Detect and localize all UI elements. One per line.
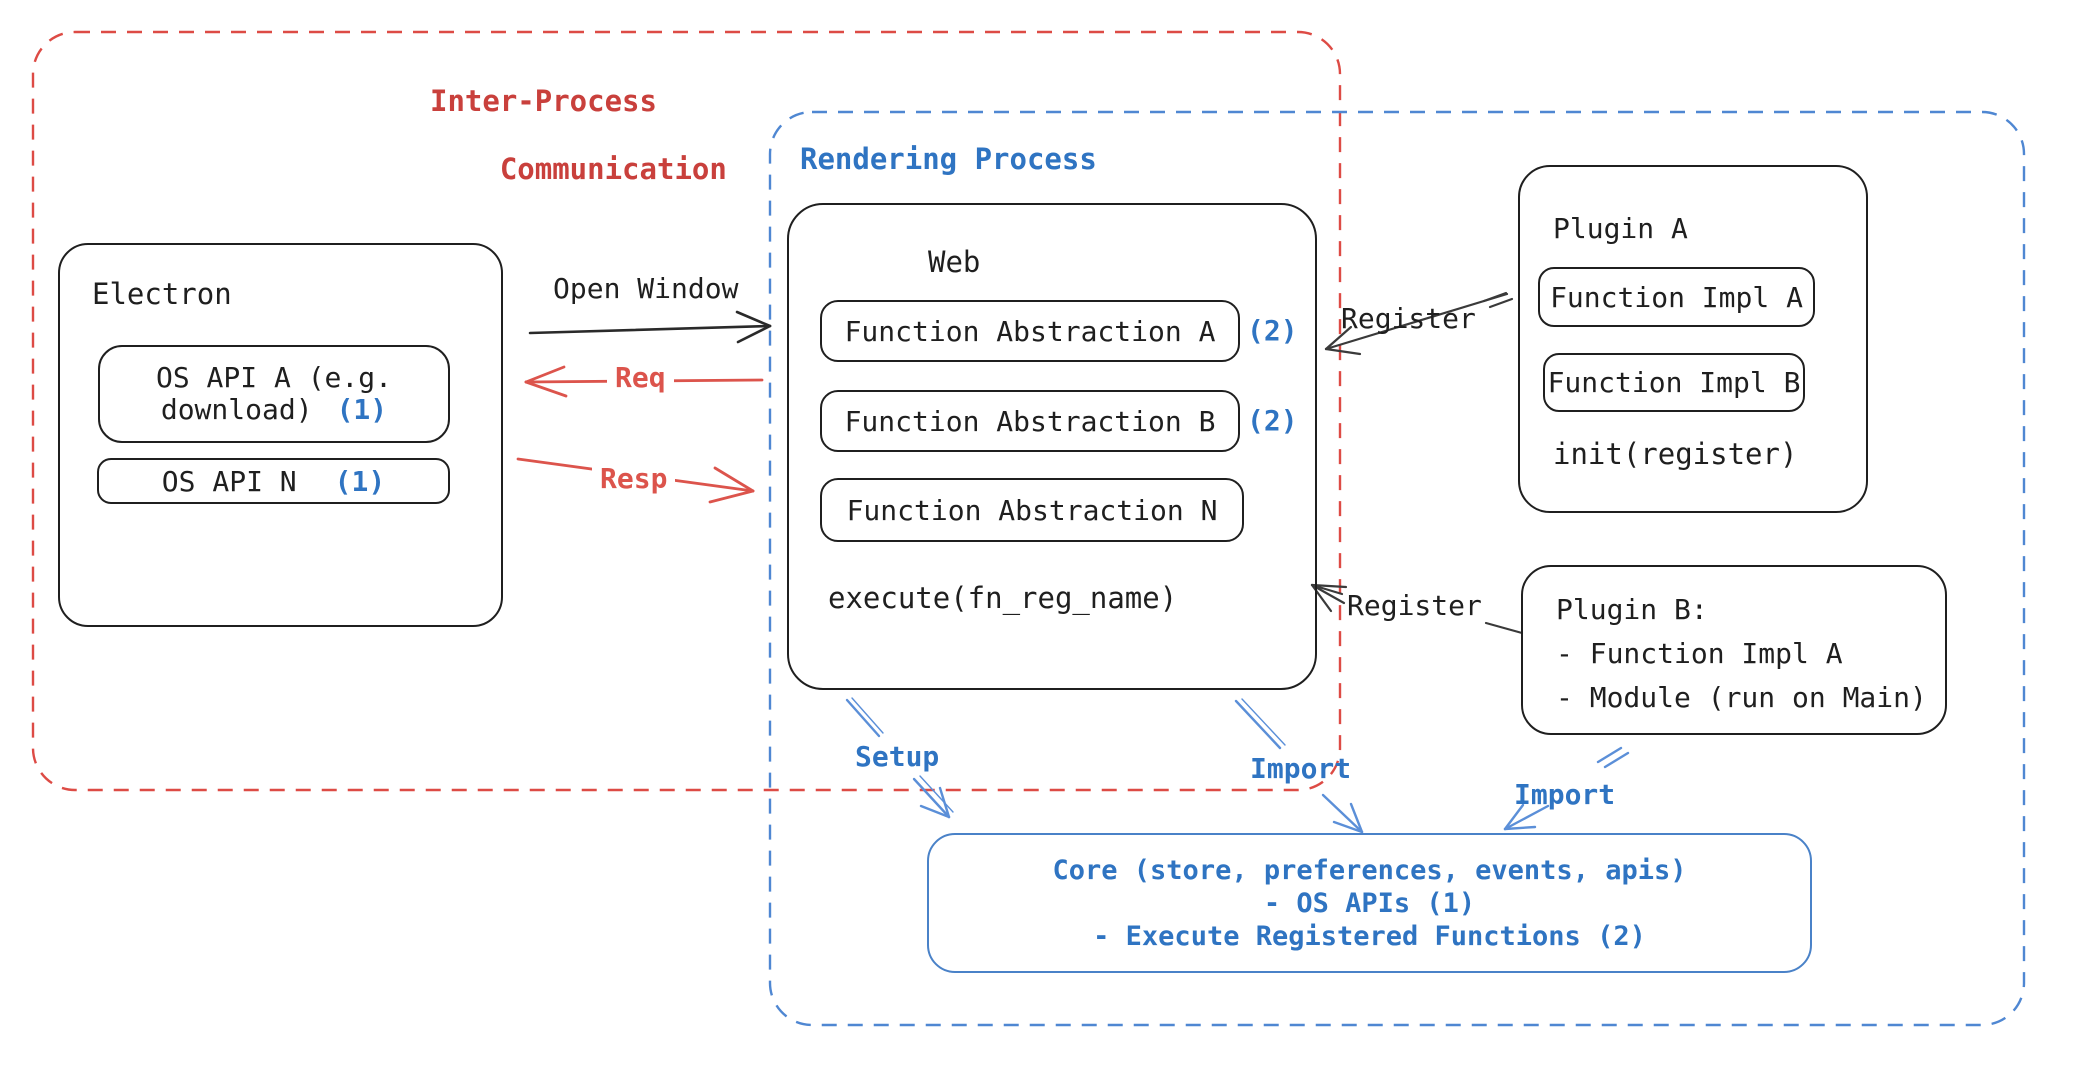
plugin-b-line3: - Module (run on Main) — [1556, 681, 1927, 714]
ipc-title-line1: Inter-Process — [430, 84, 657, 118]
function-impl-b-label: Function Impl B — [1547, 366, 1801, 399]
register-top-label: Register — [1341, 302, 1476, 335]
core-line3: - Execute Registered Functions (2) — [1093, 920, 1646, 952]
import-plugin-label: Import — [1514, 778, 1616, 811]
register-bottom-label: Register — [1347, 589, 1482, 622]
os-api-n-box: OS API N (1) — [97, 458, 450, 504]
plugin-b-line1: Plugin B: — [1556, 593, 1708, 626]
init-register-label: init(register) — [1553, 437, 1798, 471]
os-api-n-label: OS API N — [161, 464, 297, 498]
function-impl-a-label: Function Impl A — [1550, 280, 1803, 314]
plugin-a-box — [1518, 165, 1868, 513]
os-api-a-line1: OS API A (e.g. — [155, 360, 392, 394]
setup-label: Setup — [855, 740, 940, 773]
plugin-b-text: Plugin B: - Function Impl A - Module (ru… — [1556, 588, 1927, 720]
import-web-label: Import — [1250, 752, 1352, 785]
req-label: Req — [607, 362, 674, 394]
function-abstraction-n-box: Function Abstraction N — [820, 478, 1244, 542]
plugin-a-title: Plugin A — [1553, 212, 1688, 245]
core-line2: - OS APIs (1) — [1263, 887, 1476, 919]
resp-label: Resp — [592, 463, 676, 495]
function-abstraction-n-label: Function Abstraction N — [846, 493, 1218, 527]
function-abstraction-b-label: Function Abstraction B — [844, 404, 1216, 438]
os-api-a-box: OS API A (e.g. download) (1) — [98, 345, 450, 443]
function-abstraction-a-box: Function Abstraction A — [820, 300, 1240, 362]
rendering-process-title: Rendering Process — [800, 142, 1097, 176]
open-window-arrow — [528, 310, 772, 344]
os-api-n-badge: (1) — [334, 464, 386, 498]
open-window-label: Open Window — [553, 272, 739, 305]
function-impl-a-box: Function Impl A — [1538, 267, 1815, 327]
ipc-title-line2: Communication — [499, 152, 727, 186]
function-impl-b-box: Function Impl B — [1543, 353, 1805, 412]
core-line1: Core (store, preferences, events, apis) — [1052, 854, 1687, 886]
function-abstraction-a-label: Function Abstraction A — [844, 314, 1216, 348]
os-api-a-badge: (1) — [336, 392, 388, 426]
ipc-title: Inter-Process Communication — [430, 84, 727, 220]
electron-title: Electron — [92, 277, 232, 311]
plugin-b-box — [1521, 565, 1947, 735]
os-api-a-line2: download) — [160, 392, 313, 426]
web-box — [787, 203, 1317, 690]
plugin-b-line2: - Function Impl A — [1556, 637, 1843, 670]
web-title: Web — [928, 245, 981, 279]
electron-box — [58, 243, 503, 627]
execute-label: execute(fn_reg_name) — [828, 581, 1178, 615]
function-abstraction-b-box: Function Abstraction B — [820, 390, 1240, 452]
function-abstraction-a-badge: (2) — [1247, 314, 1298, 347]
function-abstraction-b-badge: (2) — [1247, 404, 1298, 437]
core-box: Core (store, preferences, events, apis) … — [927, 833, 1812, 973]
